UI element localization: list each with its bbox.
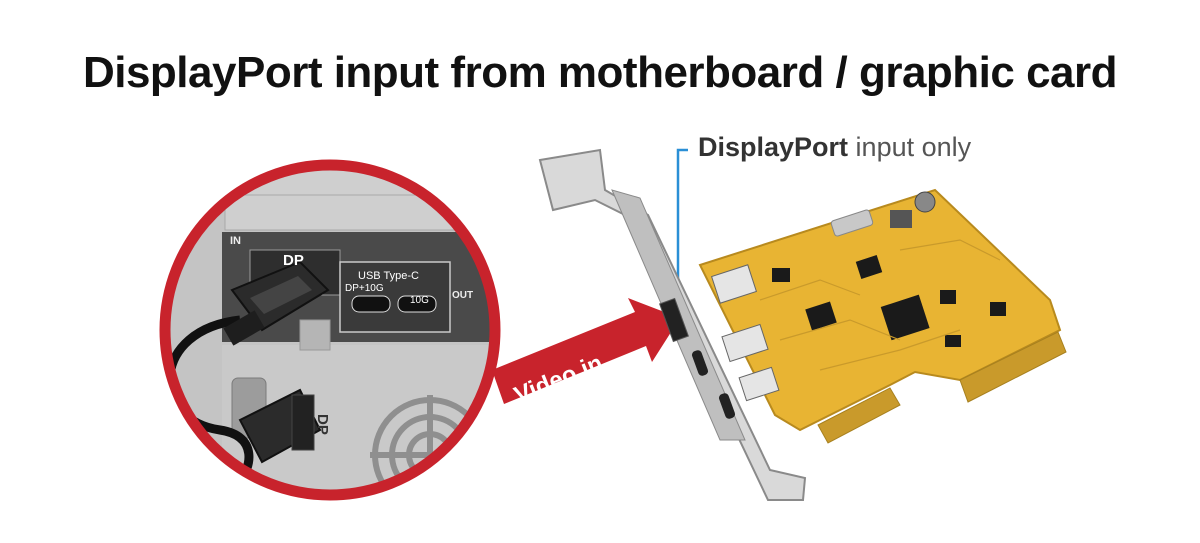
usbc-port-1 — [351, 295, 391, 313]
callout-rest: input only — [848, 132, 972, 162]
bracket-usbc-port-1 — [691, 350, 709, 376]
cable-dp-label: DP — [314, 414, 331, 435]
callout-bold: DisplayPort — [698, 132, 849, 162]
card-dp-port — [710, 264, 758, 304]
usbc-port-2 — [397, 295, 437, 313]
capacitor — [914, 191, 936, 213]
page-title: DisplayPort input from motherboard / gra… — [82, 48, 1118, 97]
usbc-port-2-label: 10G — [410, 295, 429, 306]
pcb — [698, 188, 1062, 432]
bracket-usbc-port-2 — [718, 393, 736, 419]
dp-plug-top — [223, 260, 330, 346]
zoom-circle: IN DP USB Type-C DP+10G 10G OUT DP — [159, 159, 501, 501]
callout-text: DisplayPort input only — [698, 132, 971, 163]
usbc-port-1-label: DP+10G — [345, 283, 384, 294]
in-label: IN — [230, 235, 241, 247]
dp-port-label: DP — [283, 252, 304, 269]
pcie-card — [538, 148, 1067, 501]
bracket-dp-port — [659, 297, 689, 343]
out-label: OUT — [452, 290, 473, 301]
callout-line — [676, 148, 688, 298]
zoom-circle-border — [159, 159, 501, 501]
usbc-label: USB Type-C — [358, 270, 419, 282]
main-chip — [880, 294, 930, 341]
dp-plug-bottom — [238, 388, 322, 464]
bracket — [538, 148, 807, 501]
video-in-arrow: Video in — [492, 298, 680, 409]
